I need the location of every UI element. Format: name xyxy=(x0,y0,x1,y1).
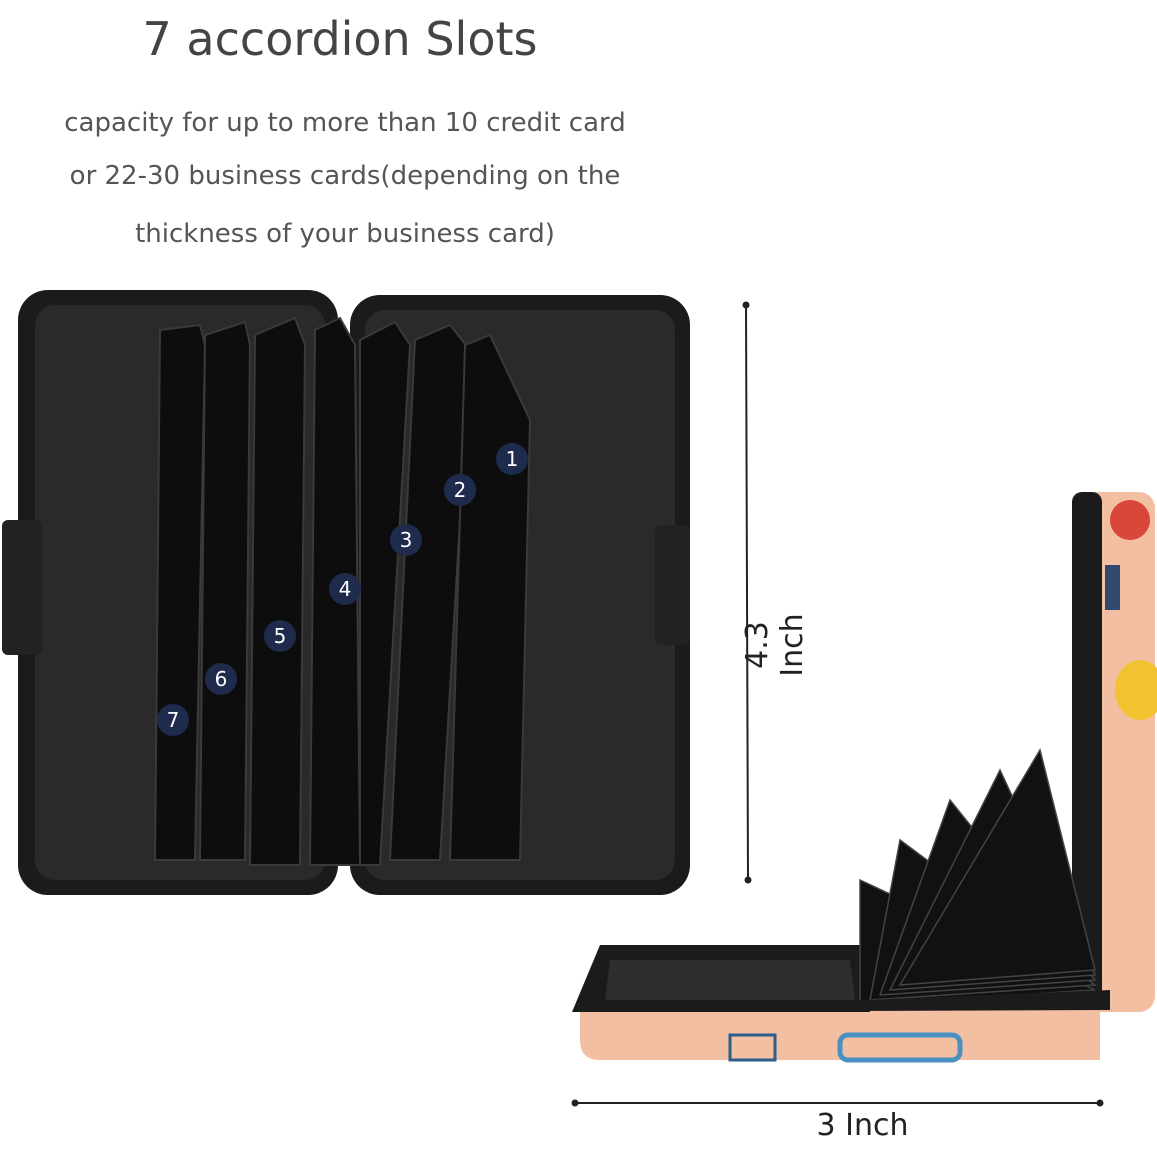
height-label: 4.3 Inch xyxy=(740,613,810,677)
svg-text:1: 1 xyxy=(506,447,519,471)
slot-badge-7: 7 xyxy=(157,704,189,736)
description-line-1: capacity for up to more than 10 credit c… xyxy=(64,108,626,138)
svg-text:5: 5 xyxy=(274,624,287,648)
svg-text:6: 6 xyxy=(215,667,228,691)
slot-badge-3: 3 xyxy=(390,524,422,556)
slot-badge-2: 2 xyxy=(444,474,476,506)
slot-badges: 1 2 3 4 5 6 7 xyxy=(157,443,528,736)
svg-text:4: 4 xyxy=(339,577,352,601)
svg-text:3: 3 xyxy=(400,528,413,552)
slot-badge-4: 4 xyxy=(329,573,361,605)
slot-badge-6: 6 xyxy=(205,663,237,695)
svg-text:7: 7 xyxy=(167,708,180,732)
side-view-wallet xyxy=(572,492,1157,1063)
slot-badge-5: 5 xyxy=(264,620,296,652)
width-label: 3 Inch xyxy=(816,1108,909,1143)
description-line-3: thickness of your business card) xyxy=(135,219,555,249)
heading: 7 accordion Slots xyxy=(142,12,538,66)
description-line-2: or 22-30 business cards(depending on the xyxy=(69,161,621,191)
width-dimension-line xyxy=(571,1099,1104,1107)
svg-text:2: 2 xyxy=(454,478,467,502)
slot-badge-1: 1 xyxy=(496,443,528,475)
height-dimension-line xyxy=(742,301,752,884)
open-wallet xyxy=(2,290,690,895)
